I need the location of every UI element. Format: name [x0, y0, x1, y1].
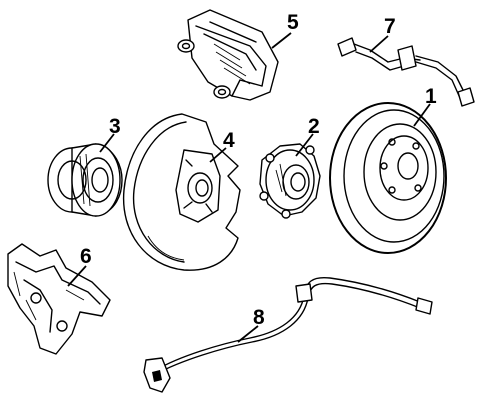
abs-sensor-wire	[143, 276, 433, 393]
wheel-bearing	[47, 143, 123, 217]
dust-shield	[122, 113, 241, 271]
callout-8: 8	[253, 306, 265, 329]
callout-4: 4	[223, 129, 235, 152]
leader-lines	[67, 32, 431, 343]
callout-1: 1	[425, 85, 437, 108]
caliper-assembly	[177, 9, 279, 101]
brake-hose	[337, 37, 475, 107]
caliper-bracket	[7, 243, 111, 355]
brake-rotor	[329, 102, 447, 254]
callout-3: 3	[109, 115, 121, 138]
callout-7: 7	[384, 15, 396, 38]
callout-5: 5	[287, 11, 299, 34]
wheel-hub	[259, 143, 321, 219]
callout-6: 6	[80, 245, 92, 268]
callout-2: 2	[308, 115, 320, 138]
callout-labels: 1 2 3 4 5 6 7 8	[80, 11, 437, 329]
